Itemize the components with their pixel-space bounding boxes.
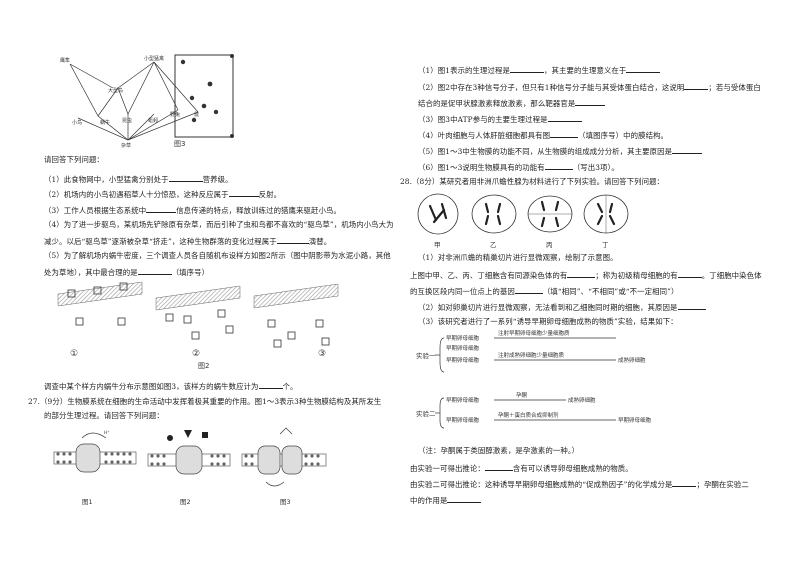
exp2-start-2: 早期卵母细胞: [446, 416, 480, 424]
answer-blank[interactable]: [626, 64, 661, 73]
answer-blank[interactable]: [544, 161, 573, 170]
layout-label-3: ③: [318, 349, 326, 359]
exp2-treat-2: 孕酮＋蛋白质合成抑制剂: [498, 411, 559, 419]
answer-blank[interactable]: [547, 113, 582, 122]
conclusion-1: 由实验一可得出推论：含有可以诱导卵母细胞成熟的物质。: [410, 462, 633, 473]
answer-blank[interactable]: [514, 285, 543, 294]
conclusion-2-line-1: 由实验二可得出推论：这种诱导早期卵母细胞成熟的“促成熟因子”的化学成分是；孕酮在…: [410, 478, 749, 489]
answer-blank[interactable]: [447, 494, 482, 503]
answer-blank[interactable]: [168, 173, 203, 182]
exp1-treat-2: 注射成熟卵细胞少量细胞质: [498, 351, 565, 359]
node-label: 杂草: [121, 142, 131, 149]
sub-question-2: （2）如对卵巢切片进行显微观察，无法看到和乙细胞同时期的细胞，其原因是: [418, 301, 706, 313]
answer-blank[interactable]: [684, 81, 709, 90]
r-question-4: （4）叶肉细胞与人体肝脏细胞都具有图（填图序号）中的膜结构。: [418, 129, 669, 140]
intro-text: 请回答下列问题：: [44, 155, 104, 164]
answer-blank[interactable]: [672, 145, 703, 154]
question-27-line-2: 的部分生理过程。请回答下列问题：: [44, 411, 164, 420]
node-label: 大型鸟: [108, 87, 123, 94]
answer-blank[interactable]: [228, 188, 259, 197]
exp2-result-2: 早期卵母细胞: [618, 416, 652, 424]
fig3-caption: 图3: [174, 140, 185, 148]
answer-blank[interactable]: [484, 462, 513, 471]
r-question-2-line-1: （2）图2中存在3种信号分子，但只有1种信号分子能与其受体蛋白结合，这说明；若与…: [418, 81, 761, 92]
cell-label-bing: 丙: [546, 241, 553, 249]
question-3: （3）工作人员根据生态系统中信息传递的特点，释放训练过的猎鹰来驱赶小鸟。: [44, 204, 341, 215]
answer-blank[interactable]: [677, 301, 706, 310]
question-5-line-3: 调查中某个样方内蜗牛分布示意图如图3，该样方的蜗牛数应计为个。: [44, 380, 298, 391]
r-question-1: （1）图1表示的生理过程是，其主要的生理意义在于: [418, 64, 661, 76]
node-label: 小型猛禽: [144, 55, 164, 62]
exp1-start-2: 早期卵母细胞: [446, 356, 480, 364]
node-label: 小鸟: [72, 119, 82, 126]
exp1-result-2: 成熟卵细胞: [618, 356, 646, 364]
question-5-line-1: （5）为了解机场内蜗牛密度，三个调查人员各自随机布设样方如图2所示（图中阴影带为…: [44, 251, 391, 260]
answer-blank[interactable]: [567, 269, 596, 278]
exp1-result-1: 早期卵母细胞: [446, 344, 480, 352]
question-28-header: 28.（8分）某研究者用非洲爪蟾性腺为材料进行了下列实验。请回答下列问题：: [400, 177, 665, 186]
membrane-fig-1: H⁺: [53, 430, 137, 473]
membrane-fig-2: [147, 430, 231, 475]
answer-blank[interactable]: [677, 269, 702, 278]
r-question-6: （6）图1～3说明生物膜具有的功能有（写出3项）。: [418, 161, 619, 172]
cell-division-figures: 甲 乙 丙 丁: [417, 193, 629, 249]
membrane-fig-2-caption: 图2: [180, 498, 191, 506]
question-1: （1）此食物网中，小型猛禽分别处于营养级。: [44, 173, 233, 184]
exp1-start-1: 早期卵母细胞: [446, 334, 480, 342]
node-label: 蚯蚓: [148, 117, 158, 124]
layout-label-1: ①: [70, 349, 78, 359]
sub-question-1-line-3: 的互换区段内同一位点上的基因（填“相同”、“不相同”或“不一定相同”）: [410, 285, 679, 296]
cell-label-ding: 丁: [602, 241, 609, 249]
cell-label-jia: 甲: [434, 241, 441, 249]
svg-text:H⁺: H⁺: [104, 430, 110, 436]
exp2-result-1: 成熟卵细胞: [568, 396, 596, 404]
node-label: 鼠: [194, 111, 199, 118]
experiment-diagram: 实验一 早期卵母细胞 注射早期卵母细胞少量细胞质 早期卵母细胞 早期卵母细胞 注…: [416, 329, 652, 429]
quadrat-layout-figure: ① ② ③ 图2: [57, 281, 339, 370]
right-column: （1）图1表示的生理过程是，其主要的生理意义在于 （2）图2中存在3种信号分子，…: [400, 0, 788, 565]
node-label: 蜗牛: [100, 119, 110, 126]
membrane-figures: H⁺ 图1 图2 图3: [53, 427, 327, 506]
r-question-5: （5）图1～3中生物膜的功能不同，从生物膜的组成成分分析，其主要原因是: [418, 145, 703, 157]
exp2-treat-1: 孕酮: [516, 392, 528, 399]
r-question-3: （3）图3中ATP参与的主要生理过程是: [418, 113, 582, 125]
snail-quadrat-figure: 图3: [174, 54, 234, 148]
membrane-fig-1-caption: 图1: [82, 498, 93, 506]
answer-blank[interactable]: [575, 97, 606, 106]
r-question-2-line-2: 结合的是促甲状腺激素释放激素，那么靶器官是: [418, 97, 606, 109]
answer-blank[interactable]: [137, 266, 172, 275]
question-5-line-2: 处为草地），其中最合理的是（填序号）: [44, 266, 210, 277]
cell-label-yi: 乙: [490, 241, 497, 249]
membrane-fig-3: [241, 427, 327, 487]
exp2-start-1: 早期卵母细胞: [446, 396, 480, 404]
layout-label-2: ②: [192, 349, 200, 359]
food-web-diagram: 鹰隼 小型猛禽 鼠 蜗牛 大型鸟 蚯蚓 杂草 昆虫 野兔 小鸟: [60, 55, 199, 149]
fig2-caption: 图2: [198, 362, 209, 370]
answer-blank[interactable]: [276, 235, 309, 244]
answer-blank[interactable]: [258, 380, 283, 389]
question-4-line-2: 减少。以后“驱鸟草”逐渐被杂草“挤走”，这种生物群落的变化过程属于演替。: [44, 235, 332, 246]
answer-blank[interactable]: [550, 129, 579, 138]
sub-question-3: （3）该研究者进行了一系列“诱导早期卵母细胞成熟的物质”实验，结果如下：: [418, 317, 678, 326]
membrane-fig-3-caption: 图3: [280, 498, 291, 506]
question-4-line-1: （4）为了进一步驱鸟，某机场先铲除原有杂草，而后引种了虫和鸟都不喜欢的“驱鸟草”…: [44, 220, 394, 229]
sub-question-1: （1）对非洲爪蟾的精巢切片进行显微观察，绘制了示意图。: [418, 253, 618, 262]
sub-question-1-line-2: 上图中甲、乙、丙、丁细胞含有同源染色体的有；称为初级精母细胞的有。丁细胞中染色体: [410, 269, 762, 280]
exp1-treat-1: 注射早期卵母细胞少量细胞质: [498, 329, 570, 337]
answer-blank[interactable]: [672, 478, 697, 487]
note-text: （注：孕酮属于类固醇激素，是孕激素的一种。）: [418, 446, 580, 455]
question-27-line-1: 27.（9分）生物膜系统在细胞的生命活动中发挥着极其重要的作用。图1～3表示3种…: [28, 397, 382, 406]
answer-blank[interactable]: [146, 204, 177, 213]
exp2-label: 实验二: [416, 409, 436, 418]
node-label: 鹰隼: [60, 57, 70, 64]
question-2: （2）机场内的小鸟初遇稻草人十分惊恐，这种反应属于反射。: [44, 188, 282, 199]
left-column: 鹰隼 小型猛禽 鼠 蜗牛 大型鸟 蚯蚓 杂草 昆虫 野兔 小鸟 图3 请回答下列…: [28, 0, 422, 565]
conclusion-2-line-2: 中的作用是: [410, 494, 482, 506]
node-label: 昆虫: [122, 117, 132, 124]
answer-blank[interactable]: [510, 64, 545, 73]
exp1-label: 实验一: [416, 351, 436, 360]
